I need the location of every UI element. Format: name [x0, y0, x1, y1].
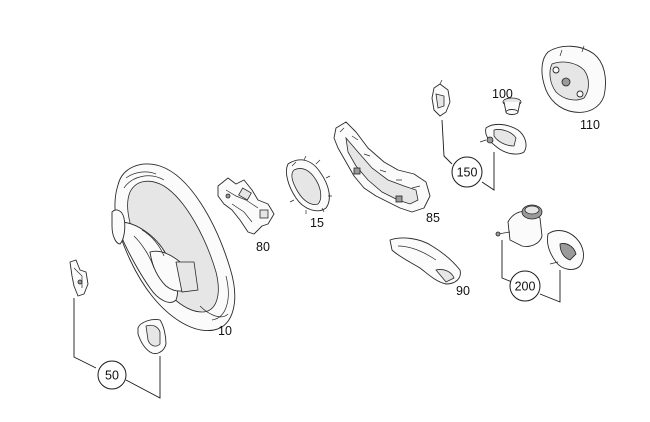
steering-wheel-part-10	[111, 163, 236, 331]
paddle-switch-part-200b	[547, 230, 584, 270]
switch-module-part-150b	[479, 123, 527, 155]
knob-switch-part-200a	[495, 204, 543, 247]
screw-part-100	[502, 97, 522, 115]
callout-bubble-200	[509, 270, 541, 302]
trim-part-90	[389, 237, 461, 285]
callout-bubble-50	[97, 360, 127, 390]
label-100: 100	[492, 87, 513, 101]
airbag-part-110	[541, 45, 606, 113]
label-10: 10	[218, 324, 232, 338]
label-90: 90	[456, 284, 470, 298]
label-80: 80	[256, 240, 270, 254]
ring-part-15	[285, 155, 332, 214]
paddle-clip-part-50a	[69, 259, 89, 297]
label-50: 50	[105, 369, 119, 383]
callout-bubble-150	[451, 156, 483, 188]
label-200: 200	[515, 280, 536, 294]
label-110: 110	[580, 118, 600, 132]
label-15: 15	[310, 216, 324, 230]
switch-part-150a	[431, 79, 451, 117]
label-150: 150	[457, 166, 478, 180]
bracket-part-80	[217, 177, 275, 235]
label-85: 85	[426, 211, 440, 225]
paddle-part-50b	[137, 319, 167, 355]
back-cover-part-85	[333, 121, 431, 213]
